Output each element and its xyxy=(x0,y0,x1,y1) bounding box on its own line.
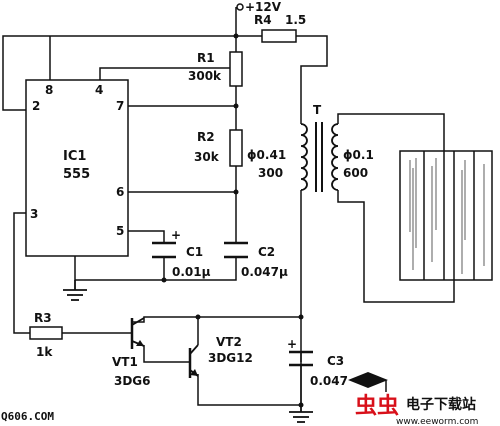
supply-terminal xyxy=(236,3,244,11)
ic1-555: IC1 555 2 8 4 7 6 3 5 xyxy=(25,79,129,257)
transformer-ref: T xyxy=(313,103,322,117)
vt2-type: 3DG12 xyxy=(208,351,253,365)
transformer-secondary-coil xyxy=(331,123,339,191)
c3-value: 0.047 xyxy=(310,374,348,388)
ic1-name: IC1 xyxy=(63,149,86,164)
watermark-left: Q606.COM xyxy=(1,410,54,423)
wire-pin5 xyxy=(128,230,165,243)
c1-polarity: + xyxy=(171,228,181,242)
ic1-pin-3: 3 xyxy=(30,207,38,221)
junction-dots xyxy=(161,33,304,408)
r3-ref: R3 xyxy=(34,311,52,325)
wire-vt1-collector xyxy=(132,316,301,323)
vt1-ref: VT1 xyxy=(112,355,138,369)
r2-value: 30k xyxy=(194,150,220,164)
c3-ref: C3 xyxy=(327,354,344,368)
r1-ref: R1 xyxy=(197,51,215,65)
primary-turns: 300 xyxy=(258,166,283,180)
graduation-cap-icon xyxy=(348,372,388,388)
wire-top-loop xyxy=(2,35,236,111)
r1-value: 300k xyxy=(188,69,222,83)
ic1-pin-2: 2 xyxy=(32,99,40,113)
r3-value: 1k xyxy=(36,345,53,359)
ic1-pin-8: 8 xyxy=(45,83,53,97)
ground-symbol-output xyxy=(289,405,313,423)
secondary-turns: 600 xyxy=(343,166,368,180)
ground-symbol-ic xyxy=(63,280,87,301)
wire-pin3 xyxy=(13,212,30,334)
ic1-pin-7: 7 xyxy=(116,99,124,113)
c1-value: 0.01μ xyxy=(172,265,211,279)
r4-value: 1.5 xyxy=(285,13,306,27)
vt2-emitter-arrow xyxy=(190,369,198,376)
load-hatching xyxy=(409,158,485,274)
transformer-primary-coil xyxy=(300,123,308,191)
resistor-r3: R3 1k xyxy=(29,311,63,359)
resistor-r4: R4 1.5 xyxy=(254,13,306,43)
watermark-url: www.eeworm.com xyxy=(396,417,478,426)
vt1-emitter-arrow xyxy=(136,340,144,346)
vt2-collector-leg xyxy=(189,344,199,355)
load-electrode-grid xyxy=(399,150,493,281)
wire-pin4 xyxy=(99,67,236,80)
c2-value: 0.047μ xyxy=(241,265,288,279)
ic1-pin-6: 6 xyxy=(116,185,124,199)
wire-vt2-emitter xyxy=(197,374,301,406)
resistor-r1: R1 300k xyxy=(188,51,243,87)
ic1-pin-5: 5 xyxy=(116,224,124,238)
c1-ref: C1 xyxy=(186,245,203,259)
watermark-cn: 电子下载站 xyxy=(406,396,476,413)
transformer-t xyxy=(300,122,339,192)
wire-sec-top xyxy=(337,113,445,151)
c2-ref: C2 xyxy=(258,245,275,259)
wire-vt1-emitter xyxy=(143,345,190,363)
r2-ref: R2 xyxy=(197,130,215,144)
vt2-ref: VT2 xyxy=(216,335,242,349)
ic1-body xyxy=(25,79,129,257)
capacitor-c1 xyxy=(152,241,176,259)
ic1-pin-4: 4 xyxy=(95,83,103,97)
wire-r4-prim xyxy=(296,35,328,124)
supply-label: +12V xyxy=(245,0,282,14)
wire-ground-bus xyxy=(74,257,237,281)
vt1-type: 3DG6 xyxy=(114,374,151,388)
vt1-collector-leg xyxy=(131,317,145,326)
c3-polarity: + xyxy=(287,337,297,351)
capacitor-c2 xyxy=(224,241,248,259)
secondary-wire: ϕ0.1 xyxy=(343,148,374,162)
watermark-brand: 虫虫 xyxy=(355,393,399,419)
ic1-type: 555 xyxy=(63,167,90,182)
watermark-logo: 虫虫 电子下载站 www.eeworm.com xyxy=(348,372,478,426)
primary-wire: ϕ0.41 xyxy=(247,148,286,162)
wire-sec-bottom xyxy=(337,190,455,303)
resistor-r2: R2 30k xyxy=(194,129,243,167)
r4-ref: R4 xyxy=(254,13,272,27)
